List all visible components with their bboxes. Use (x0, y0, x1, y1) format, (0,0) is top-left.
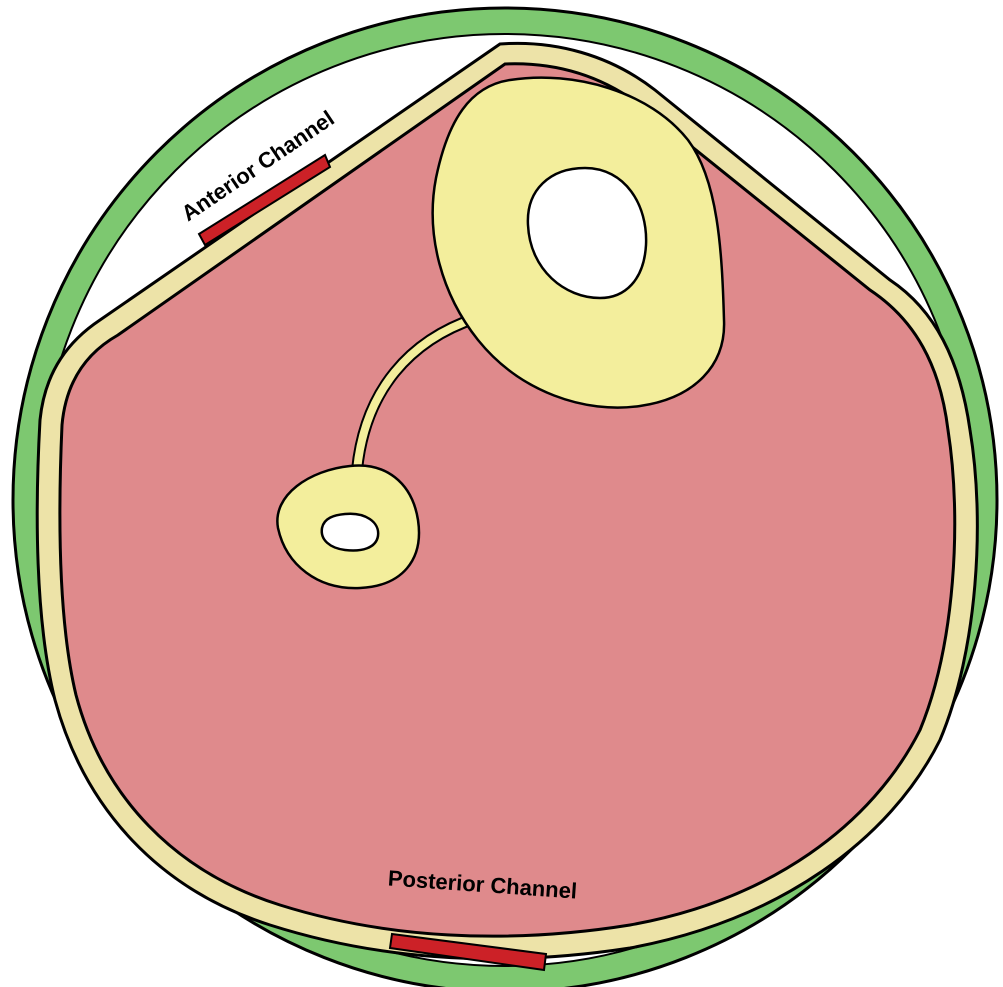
small-bone-cavity (322, 514, 378, 551)
